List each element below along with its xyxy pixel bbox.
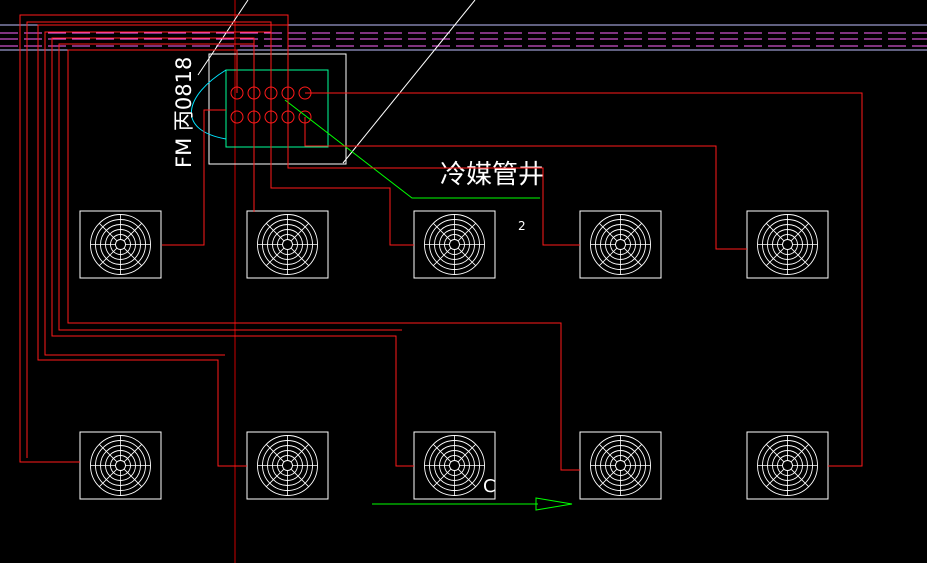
- fan-grille-icon: [90, 214, 151, 275]
- fan-grille-icon: [590, 214, 651, 275]
- fan-grille-icon: [757, 435, 818, 496]
- flow-arrow: [372, 497, 573, 511]
- flow-arrow-head: [535, 497, 573, 511]
- outdoor-units: [79, 210, 829, 500]
- diagonal-ref-line-2: [342, 0, 476, 164]
- fan-grille-icon: [424, 435, 485, 496]
- outdoor-unit: [746, 210, 829, 279]
- outdoor-unit: [246, 431, 329, 500]
- fan-grille-icon: [257, 435, 318, 496]
- outdoor-unit-casing: [79, 431, 162, 500]
- pipe-route: [19, 14, 289, 463]
- pipe-route: [37, 24, 289, 467]
- outdoor-unit: [79, 431, 162, 500]
- outdoor-unit: [246, 210, 329, 279]
- shaft-inner-outline: [225, 69, 329, 148]
- fan-grille-icon: [424, 214, 485, 275]
- pipe-route: [44, 31, 272, 356]
- shaft-leader-line: [284, 99, 540, 199]
- outdoor-unit: [579, 431, 662, 500]
- fan-grille-icon: [590, 435, 651, 496]
- outdoor-unit: [413, 210, 496, 279]
- fan-grille-icon: [90, 435, 151, 496]
- unit-label-partial: C: [483, 476, 496, 497]
- fan-grille-icon: [257, 214, 318, 275]
- number-label: 2: [518, 219, 526, 233]
- pipe-route: [58, 43, 402, 331]
- shaft-outline: [208, 53, 347, 165]
- outdoor-unit: [746, 431, 829, 500]
- outdoor-unit-casing: [79, 210, 162, 279]
- pipe-route: [305, 92, 863, 467]
- fire-door-label: FM 丙0818: [172, 57, 196, 168]
- fan-grille-icon: [757, 214, 818, 275]
- pipe-sleeve: [230, 110, 244, 124]
- outdoor-unit: [79, 210, 162, 279]
- outdoor-unit-casing: [579, 431, 662, 500]
- pipe-route: [51, 37, 414, 467]
- outdoor-unit-casing: [246, 210, 329, 279]
- pipe-route: [162, 109, 226, 246]
- pipe-route: [270, 117, 414, 246]
- refrigerant-pipes: [19, 14, 863, 471]
- outdoor-unit-casing: [746, 210, 829, 279]
- pipe-route: [67, 49, 580, 471]
- shaft-label: 冷媒管井: [440, 160, 544, 190]
- pipe-route: [287, 117, 580, 246]
- refrigerant-shaft: [191, 53, 347, 165]
- outdoor-unit: [579, 210, 662, 279]
- door-swing-arc: [191, 69, 227, 140]
